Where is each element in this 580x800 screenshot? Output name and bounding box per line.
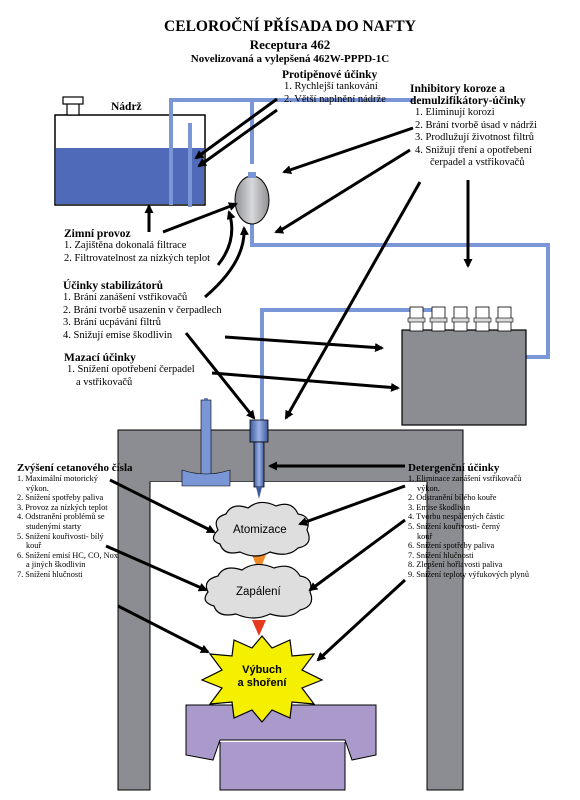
stabilizer-block: Účinky stabilizátorů 1. Brání zanášení v… xyxy=(63,280,222,342)
atomization-cloud xyxy=(212,501,310,557)
antifoam-heading: Protipěnové účinky xyxy=(282,69,378,81)
detergent-item: 2. Odstranění bílého kouře xyxy=(408,493,497,503)
page-note: Novelizovaná a vylepšená 462W-PPPD-1C xyxy=(190,53,390,65)
lubricant-item: a vstřikovačů xyxy=(76,376,133,388)
injection-pump xyxy=(401,306,527,426)
page-subtitle: Receptura 462 xyxy=(249,37,331,52)
stabilizer-item: 2. Brání tvorbě usazenin v čerpadlech xyxy=(63,304,222,316)
fuel-filter xyxy=(234,172,270,225)
cetane-item: 5. Snížení kouřivosti- bílý xyxy=(17,531,104,541)
cetane-item: výkon. xyxy=(26,483,49,493)
stage-explosion-1: Výbuch xyxy=(242,664,282,676)
corrosion-item: 1. Eliminují korozi xyxy=(415,107,495,118)
effect-arrows xyxy=(105,97,473,662)
cetane-item: 2. Snížení spotřeby paliva xyxy=(17,493,104,503)
lubricant-heading: Mazací účinky xyxy=(64,352,136,364)
stabilizer-heading: Účinky stabilizátorů xyxy=(63,280,163,292)
cetane-item: 6. Snížení emisí HC, CO, Nox xyxy=(17,550,118,560)
cetane-item: kouř xyxy=(26,541,42,551)
ignition-cloud xyxy=(204,563,313,619)
corrosion-item: čerpadel a vstřikovačů xyxy=(430,157,525,169)
cetane-item: a jiných škodlivin xyxy=(26,560,86,570)
antifoam-block: Protipěnové účinky 1. Rychlejší tankován… xyxy=(282,69,386,106)
detergent-item: 5. Snížení kouřivosti- černý xyxy=(408,521,501,531)
corrosion-block: Inhibitory koroze a demulzifikátory-účin… xyxy=(410,83,537,170)
winter-block: Zimní provoz 1. Zajištěna dokonalá filtr… xyxy=(64,228,210,265)
fuel-injector xyxy=(249,419,269,499)
corrosion-item: 4. Snižují tření a opotřebení xyxy=(415,144,532,156)
cetane-block: Zvýšení cetanového čísla 1. Maximální mo… xyxy=(17,462,133,580)
fuel-tank xyxy=(54,96,206,206)
flame-arrow-2 xyxy=(252,620,266,636)
tank-label: Nádrž xyxy=(111,101,142,113)
antifoam-item: 2. Větší naplnění nádrže xyxy=(284,93,386,105)
stage-ignition: Zapálení xyxy=(236,586,281,598)
detergent-item: 9. Snížení teploty výfukových plynů xyxy=(408,569,529,579)
detergent-item: 7. Snížení hlučnosti xyxy=(408,550,474,560)
flame-arrow-1 xyxy=(252,555,266,572)
cetane-item: 7. Snížení hlučnosti xyxy=(17,569,83,579)
winter-heading: Zimní provoz xyxy=(64,228,131,240)
corrosion-item: 2. Brání tvorbě úsad v nádrži xyxy=(415,119,537,131)
stabilizer-item: 4. Snižují emise škodlivin xyxy=(63,329,173,341)
winter-item: 1. Zajištěna dokonalá filtrace xyxy=(64,240,187,251)
detergent-item: 4. Tvorbu nespálených částic xyxy=(408,512,505,522)
detergent-item: 3. Emise škodlivin xyxy=(408,502,470,512)
antifoam-item: 1. Rychlejší tankování xyxy=(284,81,378,92)
tank-cap xyxy=(66,102,80,116)
winter-item: 2. Filtrovatelnost za nízkých teplot xyxy=(64,252,211,264)
corrosion-heading-2: demulzifikátory-účinky xyxy=(410,95,526,107)
detergent-item: kouř xyxy=(417,531,433,541)
detergent-block: Detergenční účinky 1. Eliminace zanášení… xyxy=(408,462,529,580)
explosion-burst xyxy=(200,635,324,723)
cetane-item: 1. Maximální motorický xyxy=(17,474,98,483)
cetane-heading: Zvýšení cetanového čísla xyxy=(17,462,133,474)
stabilizer-item: 3. Brání ucpávání filtrů xyxy=(63,317,161,329)
detergent-heading: Detergenční účinky xyxy=(408,462,500,474)
stage-atomization: Atomizace xyxy=(233,524,287,536)
stage-explosion-2: a shoření xyxy=(237,677,287,689)
detergent-item: 8. Zlepšení hořlavosti paliva xyxy=(408,560,503,570)
corrosion-item: 3. Prodlužují životnost filtrů xyxy=(415,132,534,144)
lubricant-block: Mazací účinky 1. Snížení opotřebení čerp… xyxy=(64,352,195,389)
stabilizer-item: 1. Brání zanášení vstřikovačů xyxy=(63,292,188,303)
cetane-item: studenými starty xyxy=(26,521,82,531)
detergent-item: výkon. xyxy=(417,483,440,493)
detergent-item: 6. Snížení spotřeby paliva xyxy=(408,541,495,551)
page-title: CELOROČNÍ PŘÍSADA DO NAFTY xyxy=(164,18,416,35)
cetane-item: 3. Provoz za nízkých teplot xyxy=(17,502,108,512)
corrosion-heading-1: Inhibitory koroze a xyxy=(410,83,505,95)
lubricant-item: 1. Snížení opotřebení čerpadel xyxy=(67,364,195,375)
cetane-item: 4. Odstranění problémů se xyxy=(17,512,105,522)
detergent-item: 1. Eliminace zanášení vstřikovačů xyxy=(408,474,522,483)
